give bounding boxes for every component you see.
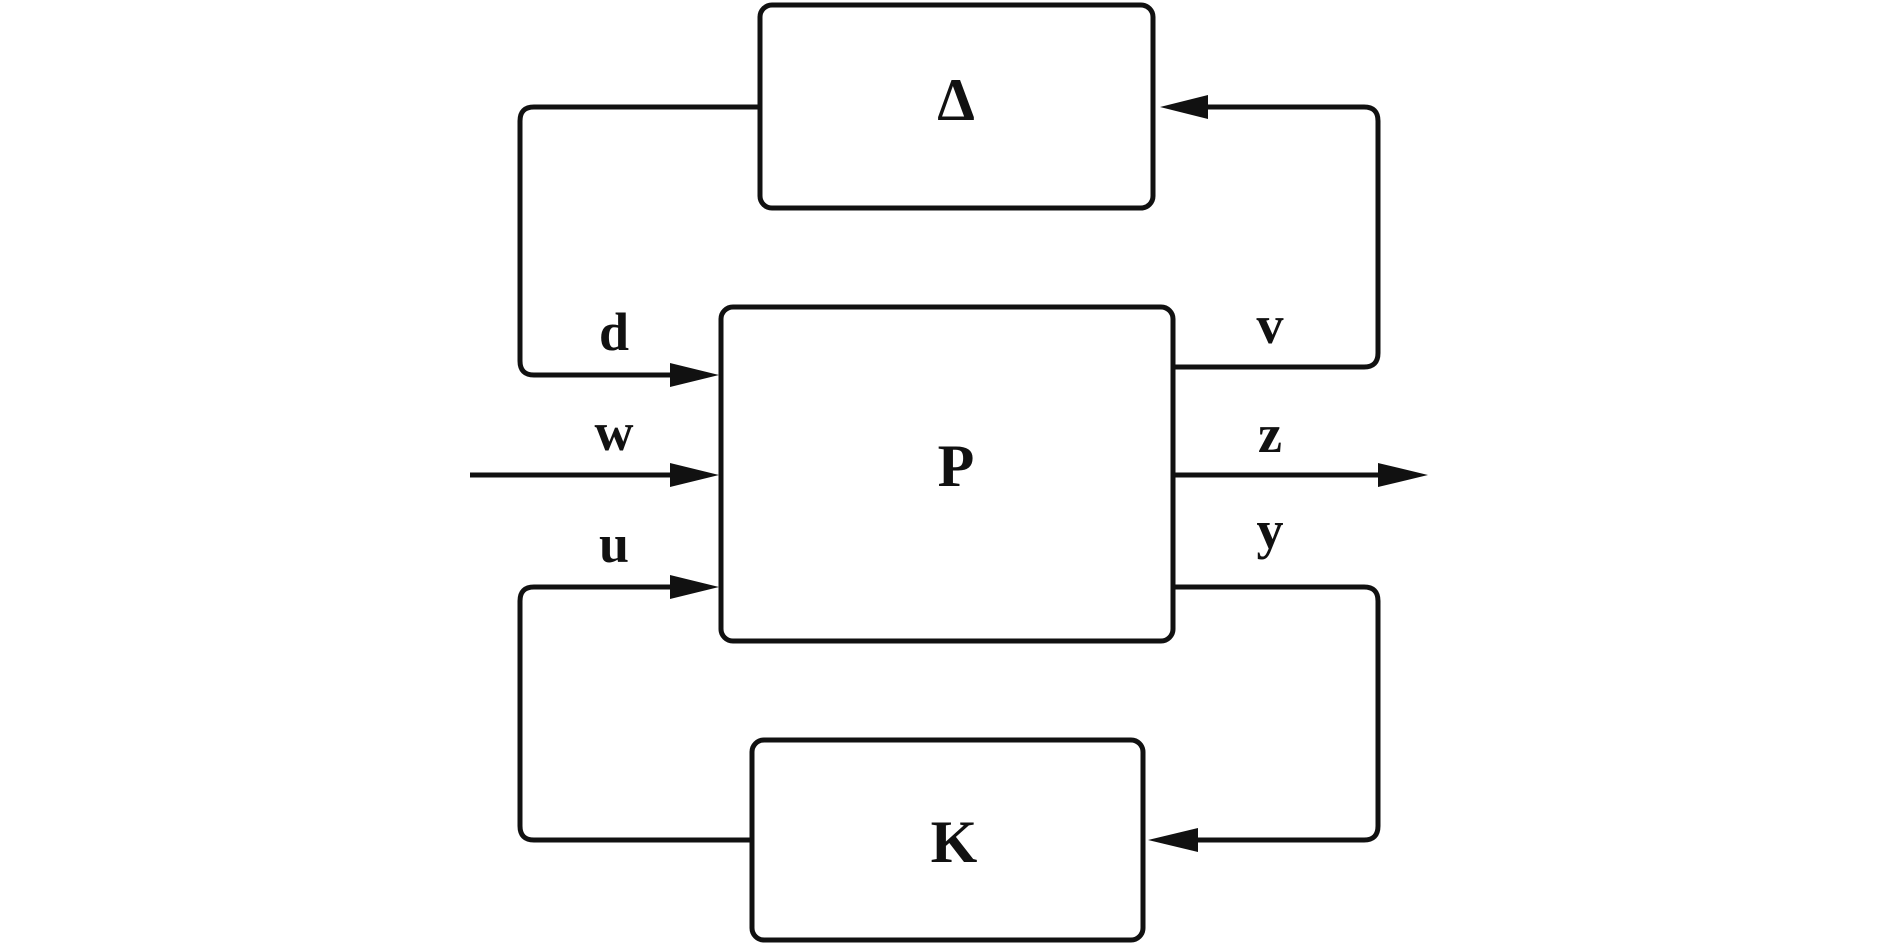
w-arrowhead	[670, 463, 719, 487]
u-signal-wire	[517, 584, 752, 843]
signal-label-v: v	[1257, 295, 1284, 355]
y-signal-wire	[1173, 584, 1381, 843]
y-arrowhead	[1148, 828, 1198, 852]
u-arrowhead	[670, 575, 719, 599]
d-arrowhead	[670, 363, 719, 387]
signal-label-y: y	[1257, 500, 1284, 560]
signal-label-d: d	[599, 302, 629, 362]
signal-label-u: u	[599, 514, 629, 574]
signal-label-z: z	[1258, 404, 1282, 464]
d-signal-wire	[517, 104, 760, 378]
delta-block-label: Δ	[937, 67, 975, 133]
signal-label-w: w	[595, 402, 634, 462]
plant-block-label: P	[938, 433, 975, 499]
v-arrowhead	[1160, 95, 1208, 119]
v-signal-wire	[1173, 104, 1381, 370]
z-arrowhead	[1378, 463, 1428, 487]
controller-block-label: K	[931, 809, 978, 875]
